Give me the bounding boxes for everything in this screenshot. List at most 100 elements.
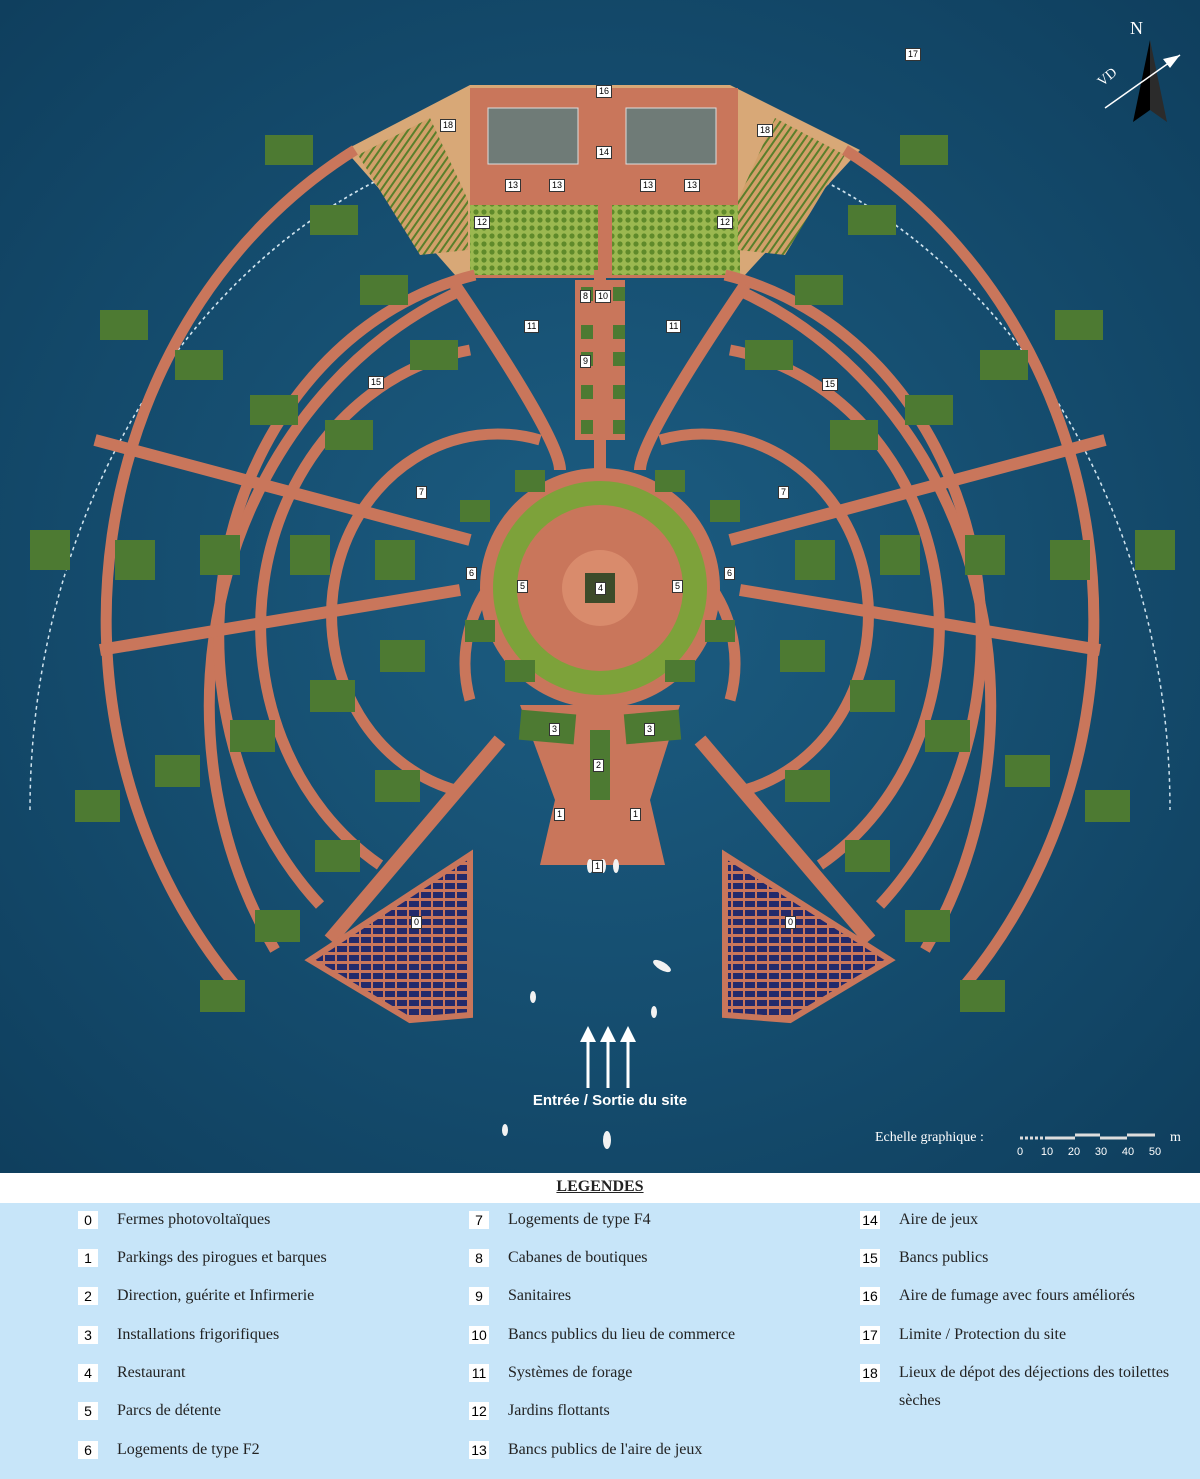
legend-item: 14 Aire de jeux — [860, 1211, 1199, 1234]
entry-label: Entrée / Sortie du site — [532, 1092, 688, 1109]
legend-number: 12 — [469, 1402, 489, 1420]
legend-text: Systèmes de forage — [508, 1364, 633, 1381]
map-tag: 15 — [368, 376, 385, 389]
scale-tick: 30 — [1094, 1146, 1108, 1158]
legend-number: 16 — [860, 1287, 880, 1305]
legend-text: Logements de type F4 — [508, 1211, 651, 1228]
map-tag: 9 — [580, 355, 592, 368]
legend-number: 11 — [469, 1364, 489, 1382]
map-tag: 5 — [517, 580, 529, 593]
legend-text: Direction, guérite et Infirmerie — [117, 1287, 315, 1304]
legend-item: 17 Limite / Protection du site — [860, 1326, 1199, 1349]
legend-item: 5 Parcs de détente — [78, 1402, 417, 1425]
jetty-right — [694, 735, 876, 945]
map-tag: 13 — [684, 179, 701, 192]
walkway-radials — [93, 270, 1107, 760]
legend-item: 11 Systèmes de forage — [469, 1364, 808, 1387]
legend-text: Lieux de dépot des déjections des toilet… — [899, 1364, 1170, 1409]
legend-text: Bancs publics du lieu de commerce — [508, 1326, 736, 1343]
north-label: N — [1130, 18, 1143, 38]
map-tag: 0 — [785, 916, 797, 929]
map-tag: 1 — [592, 860, 604, 873]
map-tag: 15 — [822, 378, 839, 391]
legend-number: 1 — [78, 1249, 98, 1267]
entry-arrows — [580, 1026, 636, 1088]
map-tag: 13 — [549, 179, 566, 192]
map-tag: 12 — [474, 216, 491, 229]
garden-field-right — [738, 118, 845, 255]
legend-number: 15 — [860, 1249, 880, 1267]
legend-number: 2 — [78, 1287, 98, 1305]
map-tag: 11 — [666, 320, 682, 333]
scale-tick: 50 — [1148, 1146, 1162, 1158]
scale-tick: 0 — [1016, 1146, 1024, 1158]
map-tag: 13 — [640, 179, 657, 192]
legend-header-band — [0, 1173, 1200, 1203]
map-tag: 5 — [672, 580, 684, 593]
legend-item: 10 Bancs publics du lieu de commerce — [469, 1326, 808, 1349]
map-tag: 6 — [724, 567, 736, 580]
site-plan-map — [0, 0, 1200, 1173]
map-tag: 1 — [554, 808, 566, 821]
scale-tick: 10 — [1040, 1146, 1054, 1158]
scale-label: Echelle graphique : — [875, 1130, 984, 1145]
map-tag: 18 — [757, 124, 774, 137]
map-tag: 7 — [416, 486, 428, 499]
map-tag: 18 — [440, 119, 457, 132]
legend-number: 5 — [78, 1402, 98, 1420]
map-tag: 3 — [549, 723, 561, 736]
map-tag: 7 — [778, 486, 790, 499]
map-tag: 2 — [593, 759, 605, 772]
map-tag: 8 — [580, 290, 592, 303]
map-tag: 4 — [595, 582, 607, 595]
solar-farm-right — [722, 849, 896, 1024]
legend-item: 1 Parkings des pirogues et barques — [78, 1249, 417, 1272]
legend-item: 15 Bancs publics — [860, 1249, 1199, 1272]
legend-item: 13 Bancs publics de l'aire de jeux — [469, 1441, 808, 1464]
housing-units — [30, 135, 1175, 1012]
legend-text: Logements de type F2 — [117, 1441, 260, 1458]
legend-number: 6 — [78, 1441, 98, 1459]
jetty-left — [324, 735, 506, 945]
legend-number: 0 — [78, 1211, 98, 1229]
legend-item: 18 Lieux de dépot des déjections des toil… — [860, 1364, 1199, 1415]
map-tag: 1 — [630, 808, 642, 821]
scale-tick: 20 — [1067, 1146, 1081, 1158]
legend-text: Aire de jeux — [899, 1211, 979, 1228]
legend-item: 8 Cabanes de boutiques — [469, 1249, 808, 1272]
legend-number: 18 — [860, 1364, 880, 1382]
legend-number: 13 — [469, 1441, 489, 1459]
legend-number: 17 — [860, 1326, 880, 1344]
scale-tick: 40 — [1121, 1146, 1135, 1158]
map-tag: 3 — [644, 723, 656, 736]
legend-text: Installations frigorifiques — [117, 1326, 280, 1343]
legend-text: Jardins flottants — [508, 1402, 610, 1419]
legend-number: 7 — [469, 1211, 489, 1229]
map-tag: 12 — [717, 216, 734, 229]
legend-text: Bancs publics de l'aire de jeux — [508, 1441, 703, 1458]
map-tag: 6 — [466, 567, 478, 580]
legend-text: Bancs publics — [899, 1249, 989, 1266]
legend-number: 8 — [469, 1249, 489, 1267]
legend-text: Parcs de détente — [117, 1402, 221, 1419]
solar-farm-left — [304, 849, 473, 1024]
map-tag: 17 — [905, 48, 922, 61]
legend-text: Parkings des pirogues et barques — [117, 1249, 327, 1266]
legend-text: Limite / Protection du site — [899, 1326, 1067, 1343]
map-tag: 13 — [505, 179, 522, 192]
legend-text: Cabanes de boutiques — [508, 1249, 648, 1266]
legend-text: Sanitaires — [508, 1287, 572, 1304]
legend-item: 12 Jardins flottants — [469, 1402, 808, 1425]
map-tag: 11 — [524, 320, 540, 333]
legend-number: 14 — [860, 1211, 880, 1229]
relax-park-ring — [493, 481, 707, 695]
scale-unit: m — [1170, 1130, 1181, 1145]
legend-number: 10 — [469, 1326, 489, 1344]
map-tag: 0 — [411, 916, 423, 929]
legend-item: 2 Direction, guérite et Infirmerie — [78, 1287, 417, 1310]
